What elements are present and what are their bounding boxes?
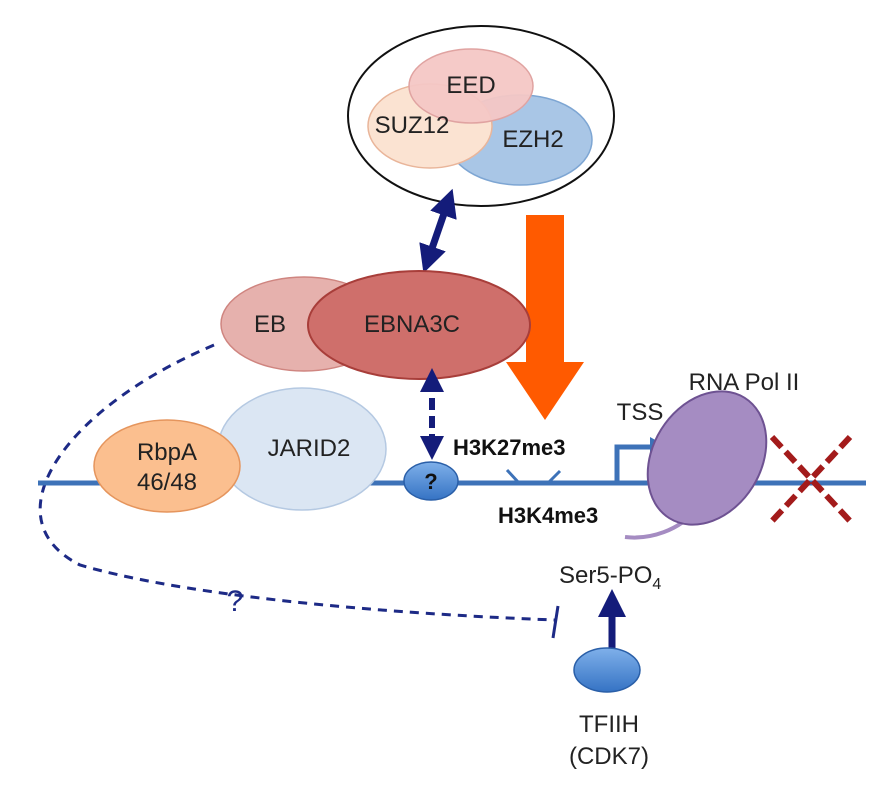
rbpj-label-line1: RbpA <box>137 439 197 466</box>
suz12-label: SUZ12 <box>375 112 450 139</box>
ebna3c-ellipse <box>307 270 531 380</box>
inhibition-bar <box>551 605 560 639</box>
blocked-transcription-cross <box>769 434 853 524</box>
rna-pol-ii-label: RNA Pol II <box>689 369 800 396</box>
ser5-po4-label: Ser5-PO4 <box>559 562 661 593</box>
prc2-ebna3c-double-arrow <box>419 188 457 274</box>
rna-pol-ii-ellipse <box>646 390 768 526</box>
jarid2-label: JARID2 <box>268 435 351 462</box>
tfiih-label-line1: TFIIH <box>579 711 639 738</box>
tfiih-oval <box>573 647 641 693</box>
ezh2-label: EZH2 <box>502 126 563 153</box>
inhibition-question-mark: ? <box>227 585 244 618</box>
eed-label: EED <box>446 72 495 99</box>
rbpj-ellipse <box>93 419 241 513</box>
h3k27me3-label: H3K27me3 <box>453 435 566 460</box>
tss-arrow <box>614 444 652 483</box>
h3k4me3-tick <box>546 469 562 485</box>
h3k4me3-label: H3K4me3 <box>498 503 598 528</box>
eed-subunit <box>408 48 534 124</box>
rbpj-label-line2: 46/48 <box>137 469 197 496</box>
tss-label: TSS <box>617 399 664 426</box>
ebna3c-label: EBNA3C <box>364 311 460 338</box>
orange-arrow <box>506 215 584 420</box>
dashed-inhibition-line <box>38 343 556 622</box>
h3k27me3-tick <box>505 468 521 485</box>
unknown-factor-label: ? <box>424 469 437 494</box>
tfiih-label-line2: (CDK7) <box>569 743 649 770</box>
unknown-factor-oval <box>403 461 459 501</box>
eb-label: EB <box>254 311 286 338</box>
